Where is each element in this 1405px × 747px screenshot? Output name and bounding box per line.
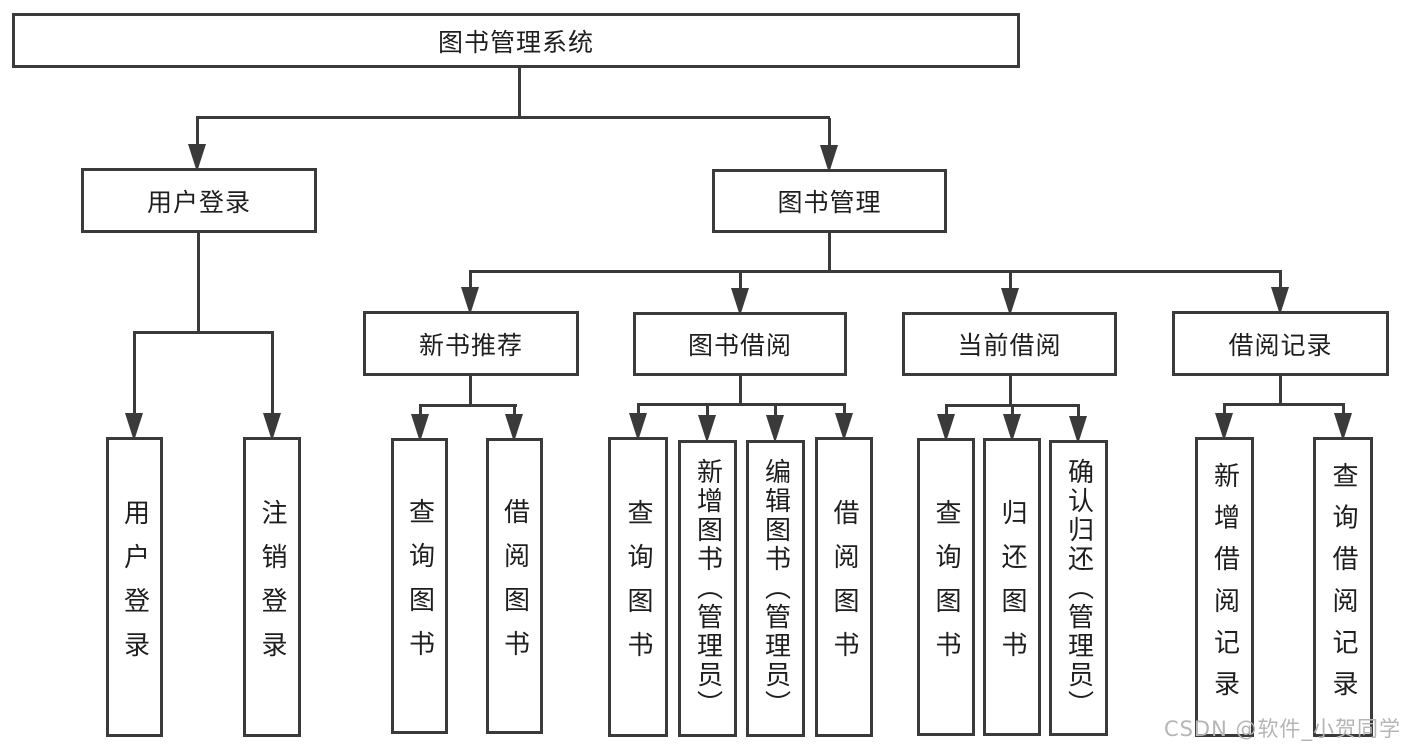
connector-line — [1279, 272, 1282, 292]
connector-line — [469, 270, 1282, 273]
connector-line — [197, 233, 200, 333]
arrow-head-icon — [1001, 288, 1019, 316]
connector-line — [419, 406, 422, 420]
leaf-query-book: 查询图书 — [608, 437, 668, 737]
arrow-head-icon — [835, 413, 853, 441]
connector-line — [513, 406, 516, 420]
leaf-borrow-book: 借阅图书 — [815, 437, 873, 737]
leaf-label: 确认归还（管理员） — [1063, 457, 1094, 719]
leaf-label: 查询借阅记录 — [1328, 462, 1358, 712]
arrow-head-icon — [1271, 287, 1289, 315]
arrow-head-icon — [629, 413, 647, 441]
connector-line — [1279, 376, 1282, 405]
arrow-head-icon — [125, 413, 143, 441]
arrow-head-icon — [766, 415, 784, 443]
arrow-head-icon — [505, 414, 523, 442]
connector-line — [419, 404, 517, 407]
node-label: 新书推荐 — [418, 330, 523, 360]
connector-line — [1223, 403, 1345, 406]
leaf-label: 注销登录 — [257, 499, 287, 675]
connector-line — [1009, 272, 1012, 292]
leaf-borrow-book: 借阅图书 — [486, 438, 543, 734]
connector-line — [945, 406, 948, 420]
leaf-query-book: 查询图书 — [391, 438, 448, 734]
connector-line — [518, 68, 521, 118]
connector-line — [469, 272, 472, 292]
leaf-label: 归还图书 — [997, 499, 1027, 675]
connector-line — [828, 233, 831, 272]
connector-line — [739, 376, 742, 405]
connector-line — [828, 118, 831, 161]
connector-line — [196, 116, 830, 119]
node-label: 当前借阅 — [957, 331, 1062, 360]
arrow-head-icon — [820, 145, 838, 173]
node-current-borrow: 当前借阅 — [902, 312, 1117, 376]
arrow-head-icon — [937, 414, 955, 442]
connector-line — [1009, 376, 1012, 406]
connector-line — [1223, 405, 1226, 419]
leaf-label: 查询图书 — [404, 498, 435, 674]
arrow-head-icon — [188, 144, 206, 172]
connector-line — [133, 333, 136, 415]
node-label: 图书借阅 — [687, 331, 792, 360]
leaf-label: 编辑图书（管理员） — [760, 458, 791, 719]
connector-line — [1342, 405, 1345, 419]
arrow-head-icon — [1334, 413, 1352, 441]
connector-line — [1077, 406, 1080, 422]
connector-line — [133, 331, 274, 334]
node-label: 图书管理 — [777, 188, 882, 217]
leaf-label: 借阅图书 — [499, 498, 530, 674]
node-label: 借阅记录 — [1228, 330, 1333, 360]
node-book-management: 图书管理 — [712, 169, 947, 233]
leaf-logout: 注销登录 — [243, 437, 301, 737]
connector-line — [1011, 406, 1014, 420]
arrow-head-icon — [1215, 413, 1233, 441]
leaf-return-book: 归还图书 — [983, 438, 1041, 736]
leaf-add-borrow-record: 新增借阅记录 — [1195, 437, 1254, 737]
connector-line — [271, 333, 274, 415]
connector-line — [774, 405, 777, 421]
node-new-book-recommend: 新书推荐 — [363, 311, 579, 376]
leaf-query-book: 查询图书 — [917, 438, 975, 736]
leaf-confirm-return-admin: 确认归还（管理员） — [1049, 440, 1108, 736]
arrow-head-icon — [1069, 416, 1087, 444]
connector-line — [739, 272, 742, 292]
arrow-head-icon — [461, 287, 479, 315]
node-book-borrow: 图书借阅 — [633, 312, 847, 376]
connector-line — [843, 405, 846, 419]
leaf-label: 用户登录 — [119, 499, 150, 675]
leaf-add-book-admin: 新增图书（管理员） — [678, 440, 737, 737]
leaf-query-borrow-record: 查询借阅记录 — [1313, 437, 1373, 737]
leaf-label: 新增借阅记录 — [1209, 462, 1240, 712]
node-borrow-records: 借阅记录 — [1172, 311, 1389, 376]
connector-line — [706, 405, 709, 421]
node-label: 用户登录 — [146, 187, 251, 217]
connector-line — [469, 376, 472, 406]
leaf-edit-book-admin: 编辑图书（管理员） — [746, 440, 805, 737]
arrow-head-icon — [411, 414, 429, 442]
connector-line — [637, 405, 640, 419]
leaf-label: 查询图书 — [931, 499, 961, 675]
leaf-label: 新增图书（管理员） — [692, 458, 723, 719]
arrow-head-icon — [263, 413, 281, 441]
connector-line — [196, 118, 199, 160]
arrow-head-icon — [698, 415, 716, 443]
arrow-head-icon — [1003, 414, 1021, 442]
node-label: 图书管理系统 — [437, 27, 594, 57]
connector-line — [945, 404, 1080, 407]
leaf-user-login: 用户登录 — [106, 437, 163, 737]
leaf-label: 查询图书 — [623, 499, 653, 675]
connector-line — [637, 403, 846, 406]
leaf-label: 借阅图书 — [829, 499, 859, 675]
node-user-login: 用户登录 — [81, 168, 317, 233]
node-root: 图书管理系统 — [12, 13, 1020, 68]
arrow-head-icon — [731, 288, 749, 316]
